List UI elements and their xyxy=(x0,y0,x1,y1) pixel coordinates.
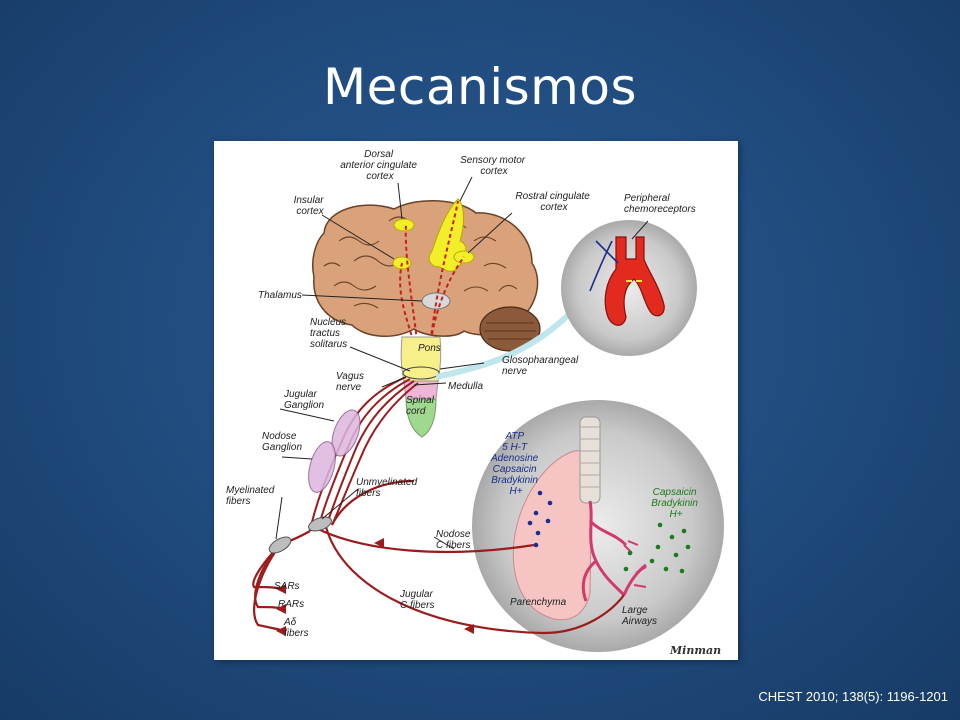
label-sensory-motor: Sensory motor cortex xyxy=(460,155,528,177)
label-pons: Pons xyxy=(418,343,441,354)
nodose-ganglion xyxy=(308,441,336,493)
label-a-delta: Aδ fibers xyxy=(283,617,308,639)
label-nodose-c: Nodose C fibers xyxy=(436,529,473,551)
unmyelinated-fiber-ring xyxy=(308,516,332,532)
label-rostral-cingulate: Rostral cingulate cortex xyxy=(515,191,592,213)
label-parenchyma: Parenchyma xyxy=(510,597,567,608)
slide-title: Mecanismos xyxy=(322,58,637,116)
label-jugular-ganglion: Jugular Ganglion xyxy=(283,389,324,411)
label-large-airways: Large Airways xyxy=(621,605,657,627)
diagram-svg: Dorsal anterior cingulate cortex Sensory… xyxy=(226,149,724,657)
label-myelinated: Myelinated fibers xyxy=(226,485,277,507)
chemoreceptor-inset xyxy=(561,220,697,356)
label-vagus: Vagus nerve xyxy=(336,371,367,393)
label-nodose-ganglion: Nodose Ganglion xyxy=(262,431,302,453)
label-nts: Nucleus tractus solitarus xyxy=(310,317,349,350)
label-rars: RARs xyxy=(278,599,304,610)
label-thalamus: Thalamus xyxy=(258,290,302,301)
label-insular: Insular cortex xyxy=(294,195,327,217)
jugular-ganglion xyxy=(331,409,361,457)
leader-lines xyxy=(275,176,649,550)
label-jugular-c: Jugular C fibers xyxy=(399,589,436,611)
myelinated-fiber-ring xyxy=(268,536,292,554)
brain xyxy=(312,198,541,370)
label-sars: SARs xyxy=(274,581,300,592)
cough-mechanism-figure: Dorsal anterior cingulate cortex Sensory… xyxy=(214,141,738,660)
label-mediators-green: Capsaicin Bradykinin H+ xyxy=(651,487,700,520)
artist-signature: Minman xyxy=(669,644,721,657)
fiber-arrowheads xyxy=(276,538,474,636)
mediator-dots-green xyxy=(623,522,691,574)
label-unmyelinated: Unmyelinated fibers xyxy=(356,477,420,499)
citation: CHEST 2010; 138(5): 1196-1201 xyxy=(758,689,948,704)
brainstem xyxy=(400,336,442,438)
lung-inset xyxy=(472,400,724,652)
label-mediators-blue: ATP 5 H-T Adenosine Capsaicin Bradykinin… xyxy=(490,431,541,497)
label-dorsal-acc: Dorsal anterior cingulate cortex xyxy=(340,149,420,182)
label-spinal-cord: Spinal cord xyxy=(406,395,437,417)
peripheral-fibers xyxy=(252,479,625,635)
label-glossopharyngeal: Glosopharangeal nerve xyxy=(502,355,581,377)
mediator-dots-blue xyxy=(527,490,553,548)
label-medulla: Medulla xyxy=(448,381,483,392)
label-peripheral-chemoreceptors: Peripheral chemoreceptors xyxy=(624,193,696,215)
